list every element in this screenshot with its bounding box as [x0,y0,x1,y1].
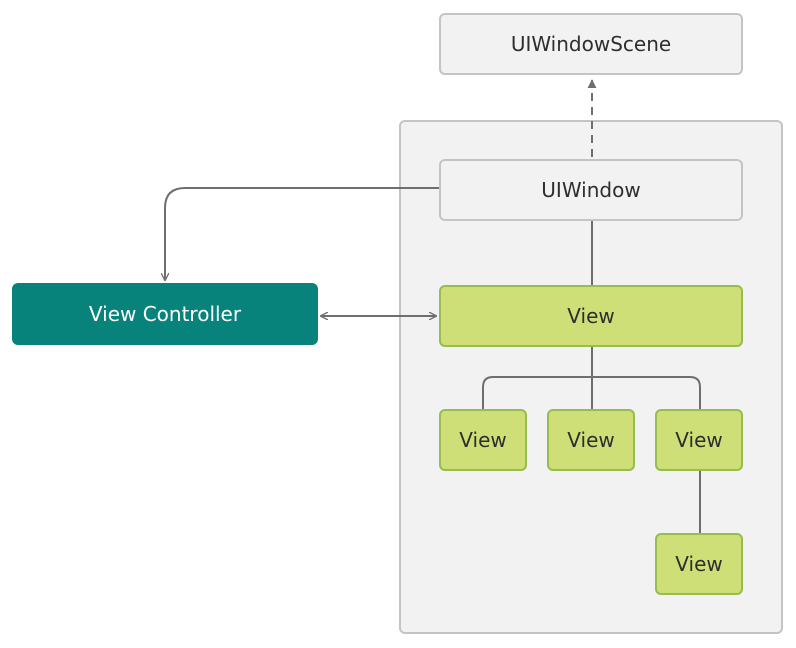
subview-3-node: View [655,409,743,471]
view-controller-node: View Controller [12,283,318,345]
subview-2-node: View [547,409,635,471]
subview-4-node: View [655,533,743,595]
subview-1-label: View [459,428,507,452]
root-view-node: View [439,285,743,347]
subview-3-label: View [675,428,723,452]
uiwindow-label: UIWindow [541,178,641,202]
view-controller-label: View Controller [88,302,242,326]
root-view-label: View [567,304,615,328]
uiwindow-node: UIWindow [439,159,743,221]
subview-4-label: View [675,552,723,576]
subview-1-node: View [439,409,527,471]
uiwindowscene-node: UIWindowScene [439,13,743,75]
window-to-view-controller-arrow [165,187,439,280]
uiwindowscene-label: UIWindowScene [510,32,672,56]
subview-2-label: View [567,428,615,452]
subview-branch-line [482,376,701,409]
